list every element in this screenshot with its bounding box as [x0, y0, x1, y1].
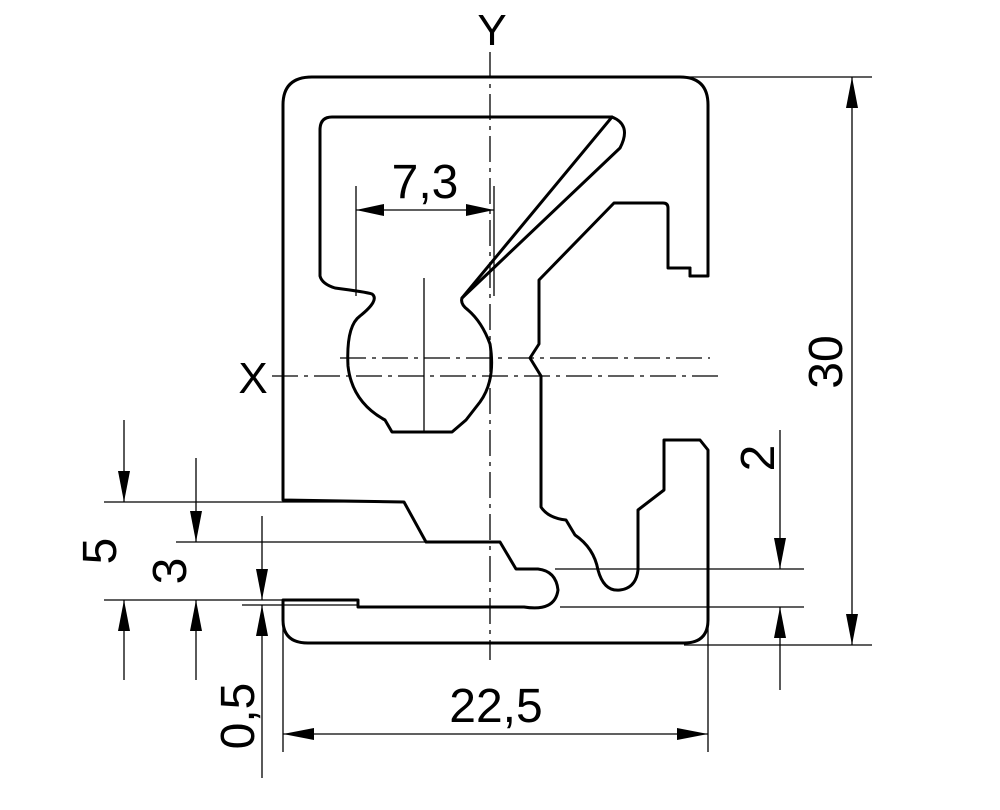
diagonal-rib: [460, 115, 614, 300]
dimension-total-height: 30: [680, 76, 872, 646]
left-outer-arrow-top: [118, 471, 130, 502]
left-inner-label: 3: [144, 558, 197, 585]
width-arrow-left: [283, 728, 314, 740]
slot-width-label: 7,3: [392, 156, 459, 209]
lip-height-label: 2: [732, 445, 785, 472]
lip-arrow-bottom: [774, 607, 786, 638]
lip-arrow-top: [774, 538, 786, 569]
total-width-label: 22,5: [449, 680, 542, 733]
slot-arrow-left: [356, 204, 384, 216]
left-inner-arrow-top: [190, 511, 202, 542]
left-outer-label: 5: [74, 538, 127, 565]
left-gap-arrow-top: [256, 569, 268, 600]
left-gap-arrow-bottom: [256, 605, 268, 636]
dimension-left-inner: 3: [144, 458, 426, 680]
left-gap-label: 0,5: [212, 683, 265, 750]
slot-arrow-right: [466, 204, 494, 216]
left-inner-arrow-bottom: [190, 600, 202, 631]
internal-edges: [460, 115, 692, 300]
left-outer-arrow-bottom: [118, 600, 130, 631]
profile-outer-contour: [281, 75, 710, 645]
dimension-slot-width: 7,3: [355, 156, 495, 296]
dimension-lip-height: 2: [555, 430, 804, 690]
profile-inner-cavity: [318, 115, 626, 434]
dimension-left-outer: 5: [74, 420, 404, 680]
total-height-label: 30: [800, 335, 853, 388]
y-axis-label: Y: [477, 6, 506, 55]
dimension-total-width: 22,5: [282, 605, 709, 752]
height-arrow-bottom: [846, 614, 858, 645]
x-axis-label: X: [238, 354, 267, 403]
height-arrow-top: [846, 77, 858, 108]
dimension-left-gap: 0,5: [212, 516, 358, 778]
width-arrow-right: [677, 728, 708, 740]
